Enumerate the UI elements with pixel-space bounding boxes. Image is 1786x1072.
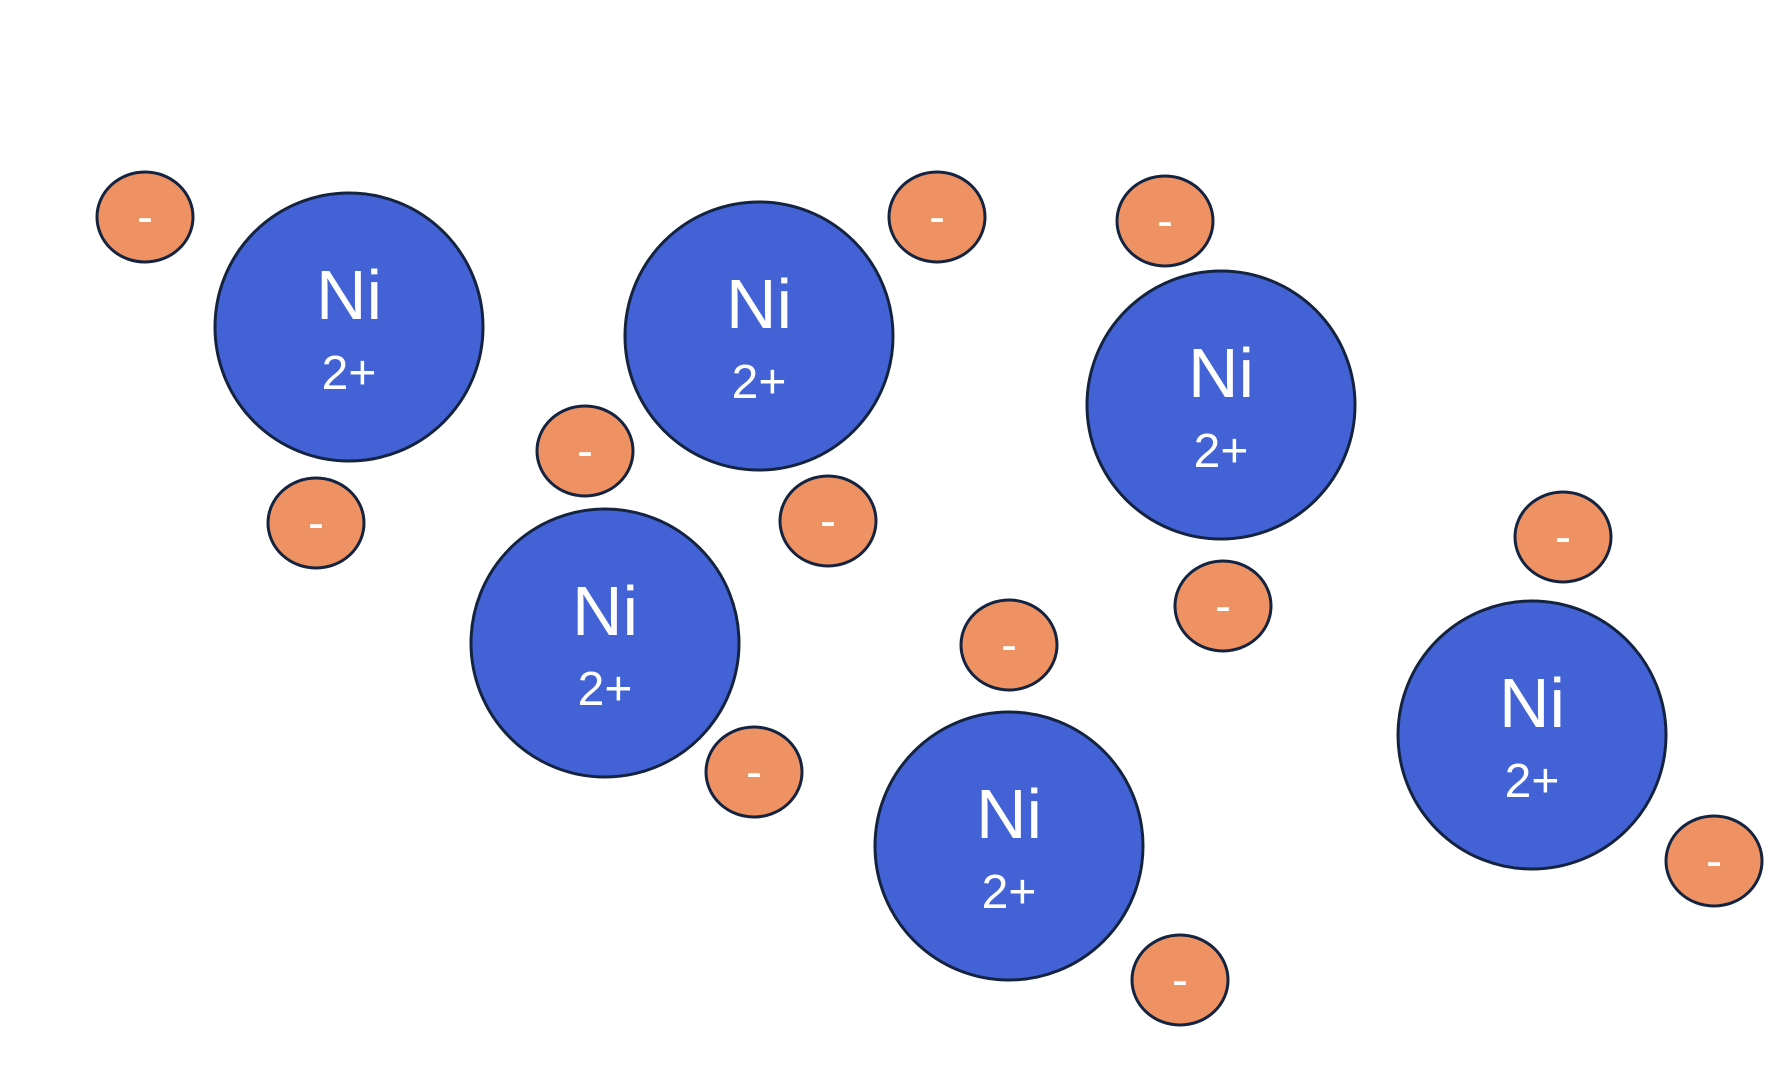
electron-charge-sign: -: [1555, 511, 1571, 564]
electron: -: [266, 476, 366, 570]
nickel-ion-circle: [623, 200, 895, 472]
nickel-ion-circle: [1396, 599, 1668, 871]
electron-charge-sign: -: [820, 495, 836, 548]
nickel-ion-charge: 2+: [322, 347, 377, 400]
electron-charge-sign: -: [1001, 619, 1017, 672]
electron: -: [778, 474, 878, 568]
electron-circle: [266, 476, 366, 570]
nickel-ion-symbol: Ni: [976, 775, 1042, 853]
electron-circle: [1664, 814, 1764, 908]
nickel-ion-circle: [213, 191, 485, 463]
electron: -: [535, 404, 635, 498]
electron-charge-sign: -: [1706, 835, 1722, 888]
electron: -: [95, 170, 195, 264]
electron-circle: [1173, 559, 1273, 653]
electron-circle: [95, 170, 195, 264]
electron: -: [1513, 490, 1613, 584]
electron: -: [959, 598, 1059, 692]
nickel-ion-symbol: Ni: [1499, 664, 1565, 742]
electron-circle: [535, 404, 635, 498]
electron-circle: [1513, 490, 1613, 584]
electron-charge-sign: -: [137, 191, 153, 244]
nickel-ion-circle: [1085, 269, 1357, 541]
electron: -: [887, 170, 987, 264]
electron-charge-sign: -: [746, 746, 762, 799]
nickel-ion: Ni 2+: [623, 200, 895, 472]
nickel-ion-symbol: Ni: [572, 572, 638, 650]
nickel-ion-charge: 2+: [578, 663, 633, 716]
electron-charge-sign: -: [1157, 195, 1173, 248]
nickel-ion: Ni 2+: [873, 710, 1145, 982]
nickel-ion: Ni 2+: [213, 191, 485, 463]
nickel-ion: Ni 2+: [1396, 599, 1668, 871]
electron-circle: [1130, 933, 1230, 1027]
electron-circle: [1115, 174, 1215, 268]
nickel-ion-symbol: Ni: [316, 256, 382, 334]
electron: -: [704, 725, 804, 819]
nickel-ion-charge: 2+: [982, 866, 1037, 919]
electron: -: [1115, 174, 1215, 268]
nickel-ion: Ni 2+: [469, 507, 741, 779]
electron-charge-sign: -: [308, 497, 324, 550]
electron: -: [1130, 933, 1230, 1027]
nickel-ion: Ni 2+: [1085, 269, 1357, 541]
electron: -: [1173, 559, 1273, 653]
electron-circle: [887, 170, 987, 264]
nickel-ion-symbol: Ni: [1188, 334, 1254, 412]
electron-charge-sign: -: [1172, 954, 1188, 1007]
electron: -: [1664, 814, 1764, 908]
electron-circle: [704, 725, 804, 819]
nickel-ion-charge: 2+: [732, 356, 787, 409]
electron-circle: [778, 474, 878, 568]
electron-charge-sign: -: [1215, 580, 1231, 633]
nickel-ion-charge: 2+: [1194, 425, 1249, 478]
nickel-ion-circle: [873, 710, 1145, 982]
nickel-ion-charge: 2+: [1505, 755, 1560, 808]
nickel-ions-layer: Ni 2+ Ni 2+ Ni 2+ Ni 2+ Ni 2+ Ni 2+: [213, 191, 1668, 982]
nickel-ion-circle: [469, 507, 741, 779]
electron-circle: [959, 598, 1059, 692]
electron-charge-sign: -: [577, 425, 593, 478]
delocalized-electrons-layer: - - - - - - - - - - - -: [95, 170, 1764, 1027]
nickel-ion-symbol: Ni: [726, 265, 792, 343]
electron-charge-sign: -: [929, 191, 945, 244]
